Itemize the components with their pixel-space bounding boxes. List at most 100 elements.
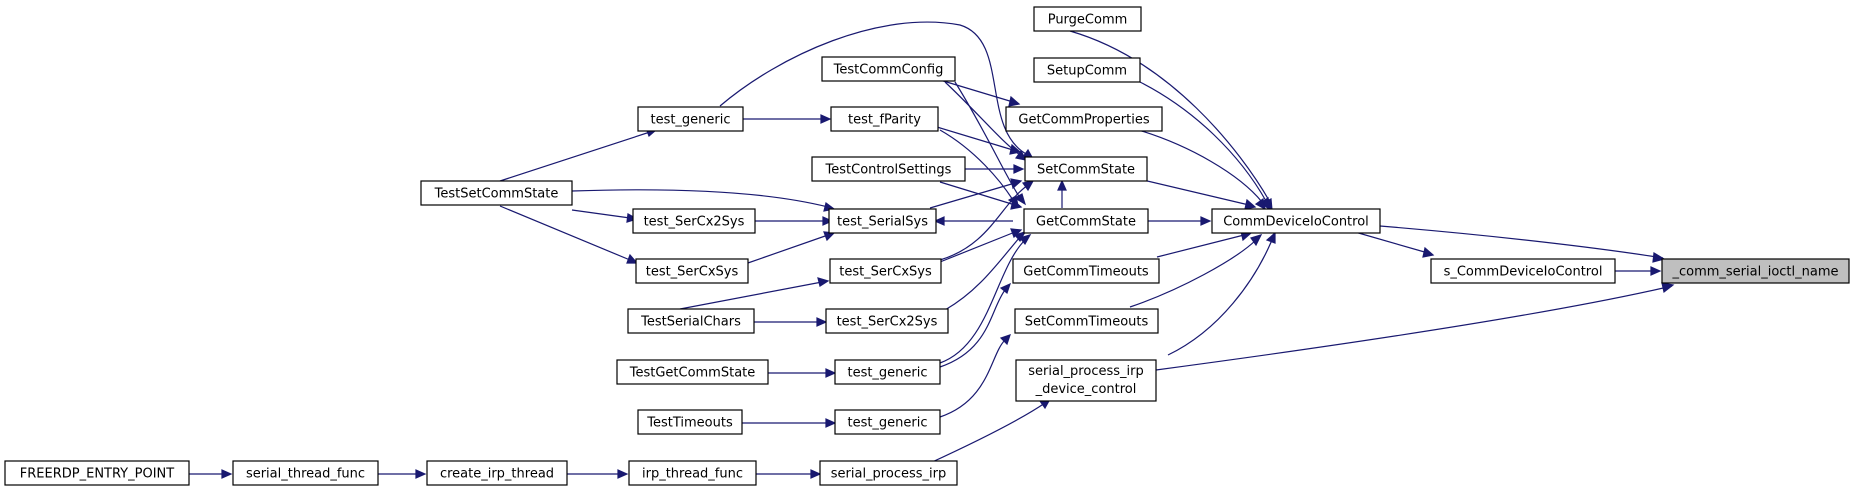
node-label: serial_thread_func — [246, 467, 365, 482]
node-label: GetCommState — [1036, 215, 1136, 230]
node-get-comm-state[interactable]: GetCommState — [1023, 208, 1149, 234]
edge-test-sercx2sys-left-to-test-serial-sys — [755, 216, 834, 226]
node-set-comm-state[interactable]: SetCommState — [1024, 156, 1148, 182]
node-test-generic-a[interactable]: test_generic — [834, 359, 941, 385]
node-get-comm-properties[interactable]: GetCommProperties — [1005, 106, 1163, 132]
edge-test-generic-b-to-set-comm-timeouts — [939, 334, 1011, 418]
edge-test-serial-sys-to-get-comm-state — [933, 216, 1013, 226]
edge-test-control-settings-to-get-comm-state — [939, 181, 1023, 210]
node-test-generic-top[interactable]: test_generic — [637, 106, 744, 132]
edge-test-generic-a-to-get-comm-timeouts — [939, 282, 1011, 368]
node-label: test_generic — [847, 366, 927, 381]
node-label: _comm_serial_ioctl_name — [1671, 265, 1838, 280]
node-label: TestControlSettings — [825, 163, 952, 178]
node-label: test_generic — [847, 416, 927, 431]
edge-test-comm-config-to-get-comm-properties — [939, 79, 1021, 107]
edge-irp-thread-func-to-serial-process-irp — [756, 469, 822, 479]
node-label: TestGetCommState — [629, 366, 756, 381]
node-label: TestTimeouts — [646, 416, 733, 431]
node-serial-thread-func[interactable]: serial_thread_func — [232, 460, 379, 486]
node-label: GetCommTimeouts — [1023, 265, 1149, 280]
edge-test-sercxsys-mid-to-get-comm-state — [939, 228, 1023, 263]
node-label: TestCommConfig — [833, 63, 944, 78]
node-irp-thread-func[interactable]: irp_thread_func — [628, 460, 757, 486]
node-label: test_SerialSys — [837, 215, 928, 230]
node-label: SetCommTimeouts — [1025, 315, 1149, 330]
edge-test-set-comm-state-to-test-generic-top — [499, 127, 658, 182]
edge-serial-process-irp-to-serial-process-irp-device-control — [929, 398, 1052, 464]
node-label: irp_thread_func — [642, 467, 743, 482]
edge-s-comm-device-io-control-to-root — [1615, 266, 1662, 276]
node-test-serial-sys[interactable]: test_SerialSys — [828, 208, 937, 234]
node-serial-process-irp-device-control[interactable]: serial_process_irp _device_control — [1015, 359, 1157, 402]
node-test-timeouts[interactable]: TestTimeouts — [637, 409, 743, 435]
node-label: test_fParity — [848, 113, 921, 128]
node-comm-device-io-control[interactable]: CommDeviceIoControl — [1211, 208, 1381, 234]
edge-setup-comm-to-comm-device-io-control — [1139, 81, 1270, 211]
node-test-generic-b[interactable]: test_generic — [834, 409, 941, 435]
node-set-comm-timeouts[interactable]: SetCommTimeouts — [1014, 308, 1159, 334]
edge-test-serial-chars-to-test-sercx2sys-mid — [754, 317, 828, 327]
node-test-sercx2sys-mid[interactable]: test_SerCx2Sys — [825, 308, 949, 334]
edge-test-sercx2sys-mid-to-get-comm-state — [944, 231, 1027, 311]
node-label: SetupComm — [1047, 64, 1127, 79]
edge-set-comm-timeouts-to-comm-device-io-control — [1129, 234, 1263, 308]
node-test-get-comm-state[interactable]: TestGetCommState — [616, 359, 769, 385]
edge-serial-process-irp-device-control-to-root — [1155, 282, 1675, 371]
node-label: FREERDP_ENTRY_POINT — [20, 467, 174, 482]
node-serial-process-irp[interactable]: serial_process_irp — [819, 460, 958, 486]
node-label: TestSetCommState — [434, 187, 559, 202]
node-label: _device_control — [1035, 382, 1137, 397]
edge-test-timeouts-to-test-generic-b — [742, 418, 837, 428]
node-label: SetCommState — [1037, 163, 1135, 178]
node-test-control-settings[interactable]: TestControlSettings — [811, 156, 966, 182]
edge-test-generic-top-to-set-comm-state — [719, 21, 1035, 160]
node-label: test_generic — [650, 113, 730, 128]
node-label: create_irp_thread — [440, 467, 554, 482]
edge-test-set-comm-state-to-test-serial-sys — [571, 189, 836, 212]
edge-serial-thread-func-to-create-irp-thread — [378, 469, 427, 479]
node-label: test_SerCxSys — [646, 265, 739, 280]
edge-get-comm-state-to-comm-device-io-control — [1146, 216, 1212, 226]
edge-comm-device-io-control-to-s-comm-device-io-control — [1354, 231, 1435, 258]
edge-comm-device-io-control-to-root — [1379, 225, 1666, 263]
node-label: TestSerialChars — [640, 315, 741, 330]
edge-set-comm-state-to-comm-device-io-control — [1142, 179, 1257, 210]
node-comm-serial-ioctl-name[interactable]: _comm_serial_ioctl_name — [1661, 258, 1850, 284]
node-test-serial-chars[interactable]: TestSerialChars — [627, 308, 755, 334]
node-s-comm-device-io-control[interactable]: s_CommDeviceIoControl — [1430, 258, 1616, 284]
edge-test-fparity-to-set-comm-state — [936, 126, 1022, 155]
edge-test-serial-chars-to-test-sercxsys-mid — [679, 277, 830, 310]
node-test-sercx2sys-left[interactable]: test_SerCx2Sys — [632, 208, 756, 234]
edge-test-comm-config-to-get-comm-state — [954, 81, 1027, 206]
edge-serial-process-irp-device-control-to-comm-device-io-control — [1167, 231, 1276, 356]
edge-create-irp-thread-to-irp-thread-func — [567, 469, 629, 479]
edge-test-generic-a-to-get-comm-state — [939, 234, 1032, 364]
node-test-comm-config[interactable]: TestCommConfig — [821, 56, 956, 82]
node-test-set-comm-state[interactable]: TestSetCommState — [420, 180, 573, 206]
edge-test-get-comm-state-to-test-generic-a — [768, 368, 837, 378]
node-label: serial_process_irp — [831, 467, 946, 482]
node-label: CommDeviceIoControl — [1223, 215, 1369, 230]
node-test-sercxsys-left[interactable]: test_SerCxSys — [635, 258, 749, 284]
edge-get-comm-timeouts-to-comm-device-io-control — [1156, 230, 1253, 258]
node-get-comm-timeouts[interactable]: GetCommTimeouts — [1012, 258, 1160, 284]
node-test-fparity[interactable]: test_fParity — [830, 106, 939, 132]
node-label: s_CommDeviceIoControl — [1444, 265, 1603, 280]
node-label: GetCommProperties — [1018, 113, 1149, 128]
edge-get-comm-state-to-set-comm-state — [1057, 179, 1067, 208]
node-freerdp-entry-point[interactable]: FREERDP_ENTRY_POINT — [4, 460, 190, 486]
node-test-sercxsys-mid[interactable]: test_SerCxSys — [829, 258, 942, 284]
node-purge-comm[interactable]: PurgeComm — [1033, 6, 1142, 32]
node-label: PurgeComm — [1048, 13, 1128, 28]
node-label: test_SerCx2Sys — [837, 315, 938, 330]
node-label: serial_process_irp — [1028, 364, 1143, 379]
node-label: test_SerCxSys — [839, 265, 932, 280]
edge-test-serial-sys-to-set-comm-state — [929, 178, 1023, 209]
node-create-irp-thread[interactable]: create_irp_thread — [426, 460, 568, 486]
edge-test-sercxsys-left-to-test-serial-sys — [744, 231, 836, 265]
edge-test-sercxsys-mid-to-set-comm-state — [939, 180, 1035, 261]
edge-test-set-comm-state-to-test-sercxsys-left — [499, 205, 639, 264]
node-setup-comm[interactable]: SetupComm — [1033, 57, 1141, 83]
edge-test-generic-top-to-test-fparity — [743, 114, 832, 124]
